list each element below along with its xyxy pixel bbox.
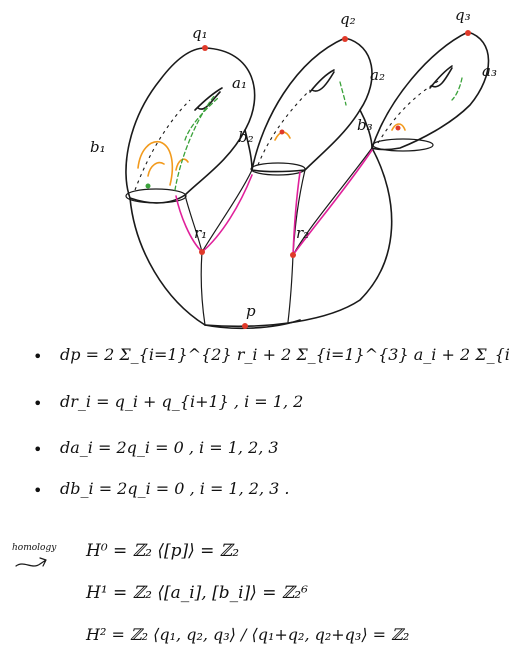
label-b3: b₃ bbox=[357, 116, 373, 134]
equation-db: db_i = 2q_i = 0 , i = 1, 2, 3 . bbox=[60, 479, 289, 498]
point-q2 bbox=[342, 36, 348, 42]
homology-arrow-icon bbox=[15, 557, 47, 567]
equation-dp: dp = 2 Σ_{i=1}^{2} r_i + 2 Σ_{i=1}^{3} a… bbox=[60, 345, 509, 364]
equation-da: da_i = 2q_i = 0 , i = 1, 2, 3 bbox=[60, 438, 279, 457]
cycle-curves bbox=[137, 77, 463, 256]
label-b1: b₁ bbox=[90, 138, 106, 156]
point-r1 bbox=[199, 249, 205, 255]
label-r1: r₁ bbox=[194, 224, 207, 242]
label-q1: q₁ bbox=[192, 24, 208, 42]
point-b1-base bbox=[145, 183, 151, 189]
bullet-2: • bbox=[33, 394, 42, 413]
equation-dr: dr_i = q_i + q_{i+1} , i = 1, 2 bbox=[60, 392, 303, 411]
diagram-labels: q₁ q₂ q₃ a₁ a₂ a₃ b₁ b₂ b₃ r₁ r₂ p bbox=[90, 6, 497, 320]
bullet-4: • bbox=[33, 481, 42, 500]
label-q2: q₂ bbox=[340, 10, 356, 28]
point-b3-base bbox=[395, 125, 401, 131]
bullet-1: • bbox=[33, 347, 42, 366]
homology-h2: H² = ℤ₂ ⟨q₁, q₂, q₃⟩ / ⟨q₁+q₂, q₂+q₃⟩ = … bbox=[85, 625, 409, 644]
label-a3: a₃ bbox=[482, 62, 497, 80]
surface-outline bbox=[125, 31, 490, 330]
point-b2-base bbox=[279, 129, 285, 135]
homology-label: homology bbox=[12, 543, 57, 553]
label-p: p bbox=[246, 302, 256, 320]
handle-holes bbox=[194, 65, 453, 111]
label-b2: b₂ bbox=[238, 128, 254, 146]
bullet-3: • bbox=[33, 440, 42, 459]
label-a2: a₂ bbox=[370, 66, 385, 84]
homology-h0: H⁰ = ℤ₂ ⟨[p]⟩ = ℤ₂ bbox=[85, 541, 239, 561]
point-q3 bbox=[465, 30, 471, 36]
marked-points bbox=[145, 30, 471, 329]
point-q1 bbox=[202, 45, 208, 51]
label-q3: q₃ bbox=[455, 6, 471, 24]
boundary-equations: • dp = 2 Σ_{i=1}^{2} r_i + 2 Σ_{i=1}^{3}… bbox=[33, 345, 509, 500]
homology-h1: H¹ = ℤ₂ ⟨[a_i], [b_i]⟩ = ℤ₂⁶ bbox=[85, 583, 308, 603]
homology-block: homology H⁰ = ℤ₂ ⟨[p]⟩ = ℤ₂ H¹ = ℤ₂ ⟨[a_… bbox=[12, 541, 409, 644]
point-p bbox=[242, 323, 248, 329]
label-r2: r₂ bbox=[296, 224, 309, 242]
point-r2 bbox=[290, 252, 296, 258]
label-a1: a₁ bbox=[232, 74, 247, 92]
